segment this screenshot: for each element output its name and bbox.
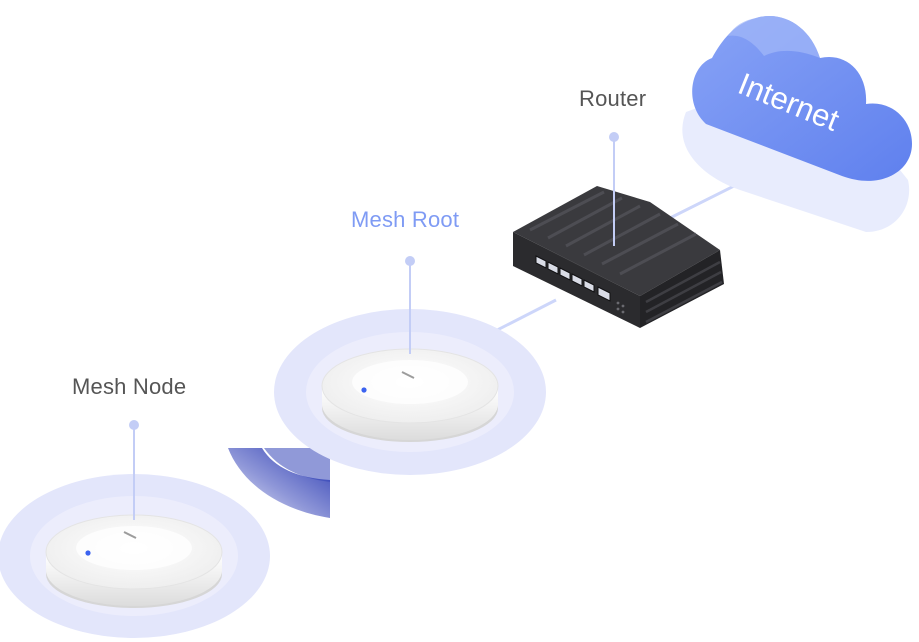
mesh-access-point-icon — [321, 348, 499, 442]
mesh-root-device — [274, 256, 546, 475]
mesh-node-led — [85, 550, 91, 556]
router-side-stripes — [645, 260, 723, 324]
router-ethernet-ports — [535, 255, 611, 302]
wifi-signal-icon — [228, 448, 330, 518]
mesh-node-device — [0, 420, 270, 638]
router-pin-dot — [609, 132, 619, 142]
router-vent-dots — [616, 301, 625, 314]
mesh-root-label: Mesh Root — [351, 207, 460, 232]
router-top-stripes — [529, 190, 697, 276]
router-side-face — [640, 250, 724, 328]
router-icon — [513, 186, 724, 328]
mesh-root-led — [361, 387, 367, 393]
mesh-node-pin-dot — [129, 420, 139, 430]
mesh-root-pin-dot — [405, 256, 415, 266]
mesh-node-label: Mesh Node — [72, 374, 187, 399]
mesh-access-point-icon — [45, 514, 223, 608]
router-pin — [609, 132, 619, 246]
cloud-icon: Internet — [682, 15, 912, 232]
cloud-front-face — [692, 15, 912, 181]
router-label: Router — [579, 86, 647, 111]
cloud-highlight — [728, 15, 820, 59]
